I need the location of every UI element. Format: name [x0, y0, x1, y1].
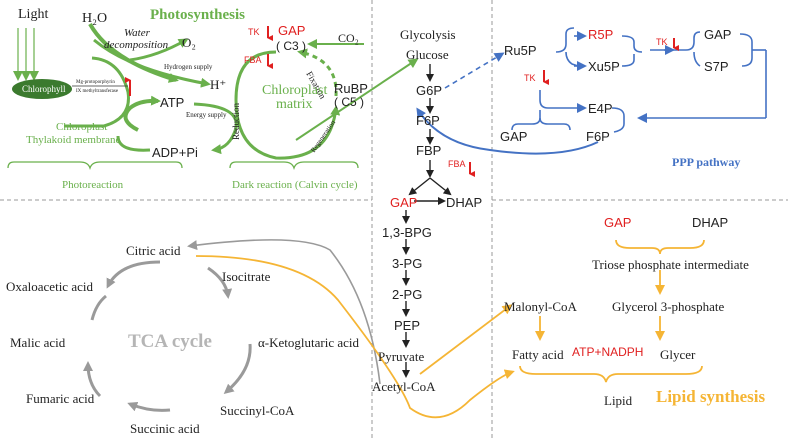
lipid-label: Lipid — [604, 393, 633, 408]
acetyl-coa-label: Acetyl-CoA — [372, 379, 436, 394]
thylakoid-label-2: Thylakoid membrane — [26, 134, 121, 146]
s7p-label: S7P — [704, 59, 729, 74]
e4p-label: E4P — [588, 101, 613, 116]
tca-arrows — [83, 239, 381, 412]
rubp-label: RuBP — [334, 81, 368, 96]
orange-flows — [195, 239, 705, 419]
glycolysis-gap-label: GAP — [390, 195, 418, 210]
water-decomposition-1: Water — [124, 27, 150, 39]
chlorophyll-label: Chlorophyll — [22, 84, 66, 94]
malonyl-coa-label: Malonyl-CoA — [504, 299, 577, 314]
chlorophyll-ellipse — [12, 79, 72, 99]
succinyl-coa-label: Succinyl-CoA — [220, 403, 295, 418]
photoreaction-label: Photoreaction — [62, 179, 124, 191]
malic-acid-label: Malic acid — [10, 335, 66, 350]
pg3-label: 3-PG — [392, 256, 423, 271]
water-decomposition-2: decomposition — [104, 39, 169, 51]
ru5p-label: Ru5P — [504, 43, 537, 58]
glycer-label: Glycer — [660, 347, 696, 362]
g6p-label: G6P — [416, 83, 443, 98]
reduction-label: Reduction — [231, 103, 241, 140]
lipid-dhap-label: DHAP — [692, 215, 729, 230]
isocitrate-label: Isocitrate — [222, 269, 271, 284]
xu5p-label: Xu5P — [588, 59, 620, 74]
ppp-title: PPP pathway — [672, 155, 741, 169]
glycolysis-arrows — [402, 64, 475, 378]
energy-supply-label: Energy supply — [186, 111, 227, 119]
r5p-label: R5P — [588, 27, 614, 42]
ppp-tk2-label: TK — [524, 73, 536, 83]
calvin-tk-label: TK — [248, 27, 260, 37]
ppp-f6p-label: F6P — [586, 129, 610, 144]
calvin-gap-label: GAP — [278, 23, 306, 38]
calvin-co2-label: CO₂ — [338, 31, 359, 45]
ppp-gap-bottom-label: GAP — [500, 129, 528, 144]
oxaloacetic-acid-label: Oxaloacetic acid — [6, 279, 93, 294]
hydrogen-supply-label: Hydrogen supply — [164, 63, 213, 71]
ppp-arrows — [416, 27, 767, 155]
lipid-synthesis-title: Lipid synthesis — [656, 387, 766, 406]
f6p-label: F6P — [416, 113, 440, 128]
dark-reaction-label: Dark reaction (Calvin cycle) — [232, 179, 358, 191]
glucose-label: Glucose — [406, 47, 449, 62]
photoreaction-section — [7, 23, 238, 171]
fatty-acid-label: Fatty acid — [512, 347, 564, 362]
mg-enzyme-label-1: Mg-protoporphyrin — [76, 80, 115, 85]
glycolysis-fba-label: FBA — [448, 159, 466, 169]
triose-label: Triose phosphate intermediate — [592, 257, 749, 272]
glycerol-3p-label: Glycerol 3-phosphate — [612, 299, 725, 314]
succinic-acid-label: Succinic acid — [130, 421, 200, 436]
glycolysis-dhap-label: DHAP — [446, 195, 483, 210]
chloroplast-matrix-label-2: matrix — [276, 97, 313, 112]
calvin-fba-label: FBA — [244, 55, 262, 65]
c5-label: ( C5 ) — [334, 95, 364, 109]
ppp-tk1-label: TK — [656, 37, 668, 47]
adp-pi-label: ADP+Pi — [152, 145, 198, 160]
citric-acid-label: Citric acid — [126, 243, 181, 258]
calvin-c3-label: ( C3 ) — [276, 39, 306, 53]
pep-label: PEP — [394, 318, 421, 333]
fbp-label: FBP — [416, 143, 442, 158]
pyruvate-label: Pyruvate — [378, 349, 425, 364]
glycolysis-title: Glycolysis — [400, 27, 456, 42]
calvin-cycle-section — [229, 26, 419, 171]
bpg-label: 1,3-BPG — [382, 225, 432, 240]
atp-nadph-label: ATP+NADPH — [572, 345, 644, 359]
tca-cycle-title: TCA cycle — [128, 331, 212, 352]
chloroplast-matrix-label-1: Chloroplast — [262, 83, 328, 98]
ppp-gap-top-label: GAP — [704, 27, 732, 42]
h2o-label: H₂O — [82, 11, 108, 26]
akg-label: α-Ketoglutaric acid — [258, 335, 360, 350]
lipid-gap-label: GAP — [604, 215, 632, 230]
mg-enzyme-label-2: IX methyltransferase — [76, 89, 119, 94]
light-label: Light — [18, 7, 49, 22]
atp-label: ATP — [160, 95, 185, 110]
thylakoid-label-1: Chloroplast — [56, 121, 108, 133]
h-plus-label: H⁺ — [210, 77, 227, 92]
fumaric-acid-label: Fumaric acid — [26, 391, 95, 406]
photosynthesis-title: Photosynthesis — [150, 7, 246, 23]
o2-label: O₂ — [182, 35, 196, 50]
pg2-label: 2-PG — [392, 287, 423, 302]
